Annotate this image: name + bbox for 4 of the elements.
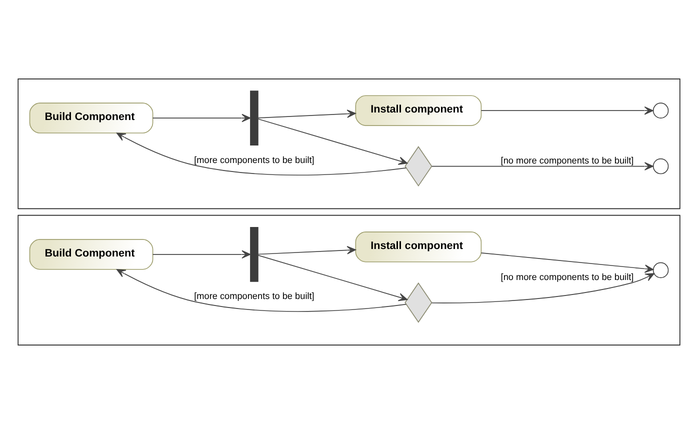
edge-label: [more components to be built] (194, 154, 314, 165)
edge-label: [no more components to be built] (500, 156, 634, 166)
edge-label: [no more components to be built] (500, 272, 634, 282)
edge-label: [more components to be built] (194, 291, 314, 302)
